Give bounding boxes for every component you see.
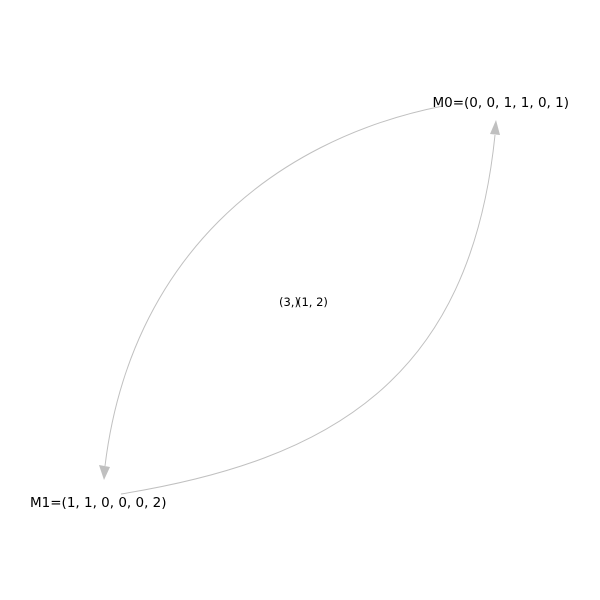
edge-m1-to-m0 bbox=[120, 134, 496, 495]
edge-label-m1-to-m0: (3,) bbox=[279, 295, 299, 309]
node-m0-label: M0=(0, 0, 1, 1, 0, 1) bbox=[432, 95, 569, 111]
node-m1-label: M1=(1, 1, 0, 0, 0, 2) bbox=[30, 495, 167, 511]
edge-label-m0-to-m1: (1, 2) bbox=[297, 295, 328, 309]
arrowhead-m0-icon bbox=[490, 120, 500, 135]
edge-m0-to-m1 bbox=[104, 105, 444, 467]
arrowhead-m1-icon bbox=[99, 465, 110, 480]
